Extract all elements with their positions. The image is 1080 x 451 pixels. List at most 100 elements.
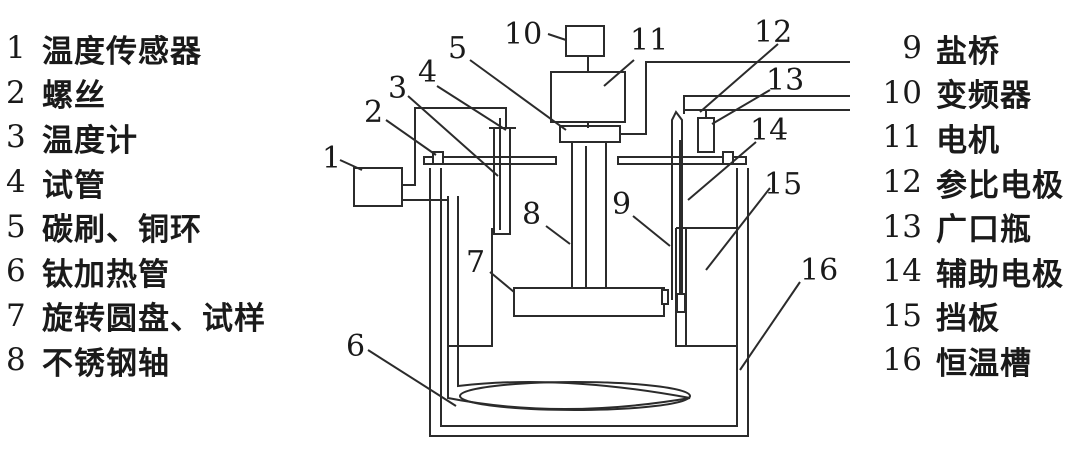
legend-item-5: 5 碳刷、铜环 — [6, 204, 266, 249]
leader-15 — [705, 187, 771, 271]
legend-num: 9 — [902, 30, 922, 67]
legend-text: 恒温槽 — [936, 345, 1032, 382]
legend-item-9: 9 盐桥 — [862, 26, 1064, 71]
leader-3 — [407, 95, 499, 177]
callout-10: 10 — [504, 17, 542, 52]
legend-num: 7 — [6, 297, 26, 334]
callout-5: 5 — [448, 31, 467, 66]
legend-item-15: 15 挡板 — [862, 294, 1064, 339]
callout-8: 8 — [522, 197, 541, 232]
sensor-wire — [402, 107, 507, 186]
legend-num: 3 — [6, 119, 26, 156]
thermostat-bath-outer — [429, 168, 749, 437]
callout-15: 15 — [764, 167, 802, 202]
reference-electrode — [683, 95, 850, 114]
callout-12: 12 — [754, 15, 792, 50]
inner-vessel-left — [448, 228, 493, 347]
carbon-brush — [559, 125, 621, 143]
legend-text: 辅助电极 — [936, 256, 1064, 293]
callout-1: 1 — [322, 141, 341, 176]
legend-num: 10 — [882, 74, 922, 111]
callout-3: 3 — [388, 71, 407, 106]
legend-text: 螺丝 — [42, 78, 106, 115]
auxiliary-electrode-tip — [676, 293, 686, 313]
callout-14: 14 — [750, 113, 788, 148]
legend-item-11: 11 电机 — [862, 115, 1064, 160]
leader-14 — [687, 141, 757, 201]
legend-num: 5 — [6, 208, 26, 245]
legend-item-8: 8 不锈钢轴 — [6, 338, 266, 383]
legend-text: 不锈钢轴 — [42, 345, 170, 382]
test-tube — [493, 128, 511, 235]
legend-text: 碳刷、铜环 — [42, 212, 202, 249]
legend-item-1: 1 温度传感器 — [6, 26, 266, 71]
leader-2 — [385, 119, 437, 156]
thermostat-bath-inner — [440, 168, 738, 427]
legend-num: 11 — [882, 119, 922, 156]
leader-1 — [339, 159, 363, 171]
steel-shaft — [571, 140, 607, 288]
legend-text: 电机 — [936, 122, 1000, 159]
callout-4: 4 — [418, 55, 437, 90]
legend-item-14: 14 辅助电极 — [862, 249, 1064, 294]
leader-8 — [545, 225, 571, 245]
leader-10 — [547, 33, 567, 41]
legend-num: 8 — [6, 342, 26, 379]
legend-item-6: 6 钛加热管 — [6, 249, 266, 294]
legend-text: 温度传感器 — [42, 33, 202, 70]
legend-item-3: 3 温度计 — [6, 115, 266, 160]
disc-sample — [661, 289, 669, 305]
lid-plate-left — [423, 156, 557, 165]
callout-2: 2 — [364, 95, 383, 130]
legend-text: 温度计 — [42, 122, 138, 159]
legend-text: 试管 — [42, 167, 106, 204]
motor-wire — [620, 61, 850, 135]
leader-6 — [367, 349, 457, 407]
callout-13: 13 — [766, 63, 804, 98]
legend-text: 旋转圆盘、试样 — [42, 301, 266, 338]
legend-item-7: 7 旋转圆盘、试样 — [6, 294, 266, 339]
leader-9 — [632, 215, 671, 247]
legend-item-12: 12 参比电极 — [862, 160, 1064, 205]
temperature-sensor-box — [353, 167, 403, 207]
leader-7 — [489, 271, 515, 293]
frequency-converter — [565, 25, 605, 57]
callout-11: 11 — [630, 23, 668, 58]
heating-coil — [459, 381, 691, 411]
legend-text: 广口瓶 — [936, 212, 1032, 249]
screw-left — [432, 151, 444, 165]
motor — [550, 71, 626, 123]
legend-num: 1 — [6, 30, 26, 67]
callout-16: 16 — [800, 253, 838, 288]
legend-num: 12 — [882, 164, 922, 201]
legend-text: 参比电极 — [936, 167, 1064, 204]
legend-num: 15 — [882, 297, 922, 334]
screw-right — [722, 151, 734, 165]
legend-item-16: 16 恒温槽 — [862, 338, 1064, 383]
legend-num: 6 — [6, 253, 26, 290]
salt-bridge — [671, 110, 683, 300]
legend-text: 变频器 — [936, 78, 1032, 115]
legend-text: 盐桥 — [936, 33, 1000, 70]
legend-num: 2 — [6, 74, 26, 111]
legend-num: 16 — [882, 342, 922, 379]
leader-4 — [436, 85, 507, 131]
leader-12 — [699, 43, 779, 113]
legend-num: 14 — [882, 253, 922, 290]
legend-item-10: 10 变频器 — [862, 71, 1064, 116]
callout-7: 7 — [466, 245, 485, 280]
legend-text: 挡板 — [936, 301, 1000, 338]
legend-text: 钛加热管 — [42, 256, 170, 293]
leader-5 — [469, 59, 567, 131]
rotating-disc — [513, 287, 665, 317]
callout-6: 6 — [346, 329, 365, 364]
leader-16 — [739, 281, 801, 371]
callout-9: 9 — [612, 187, 631, 222]
leader-11 — [603, 59, 635, 87]
legend-item-2: 2 螺丝 — [6, 71, 266, 116]
